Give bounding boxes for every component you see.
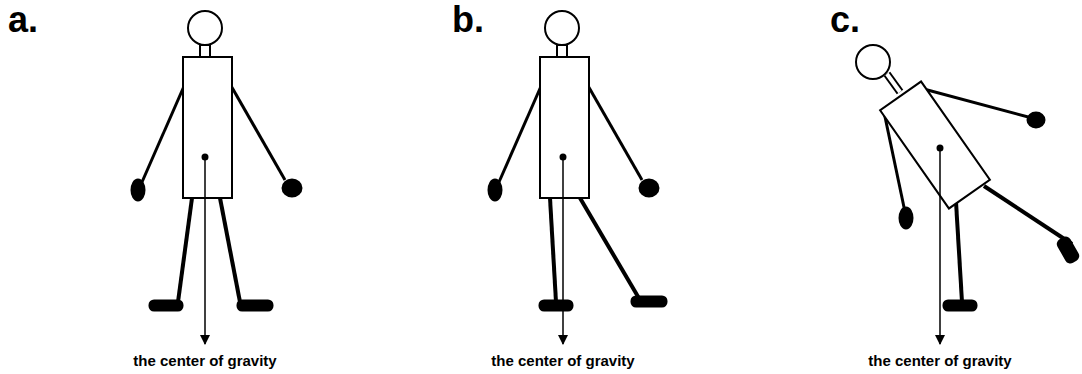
caption-label: the center of gravity bbox=[133, 352, 276, 370]
figure-standing bbox=[132, 11, 301, 344]
caption-label: the center of gravity bbox=[491, 352, 634, 370]
caption-label: the center of gravity bbox=[868, 352, 1011, 370]
panel-letter: a. bbox=[8, 0, 38, 40]
figure-stepping bbox=[489, 11, 666, 344]
panel-letter: b. bbox=[452, 0, 484, 40]
figure-leaning bbox=[856, 45, 1079, 344]
panel-letter: c. bbox=[830, 0, 860, 40]
